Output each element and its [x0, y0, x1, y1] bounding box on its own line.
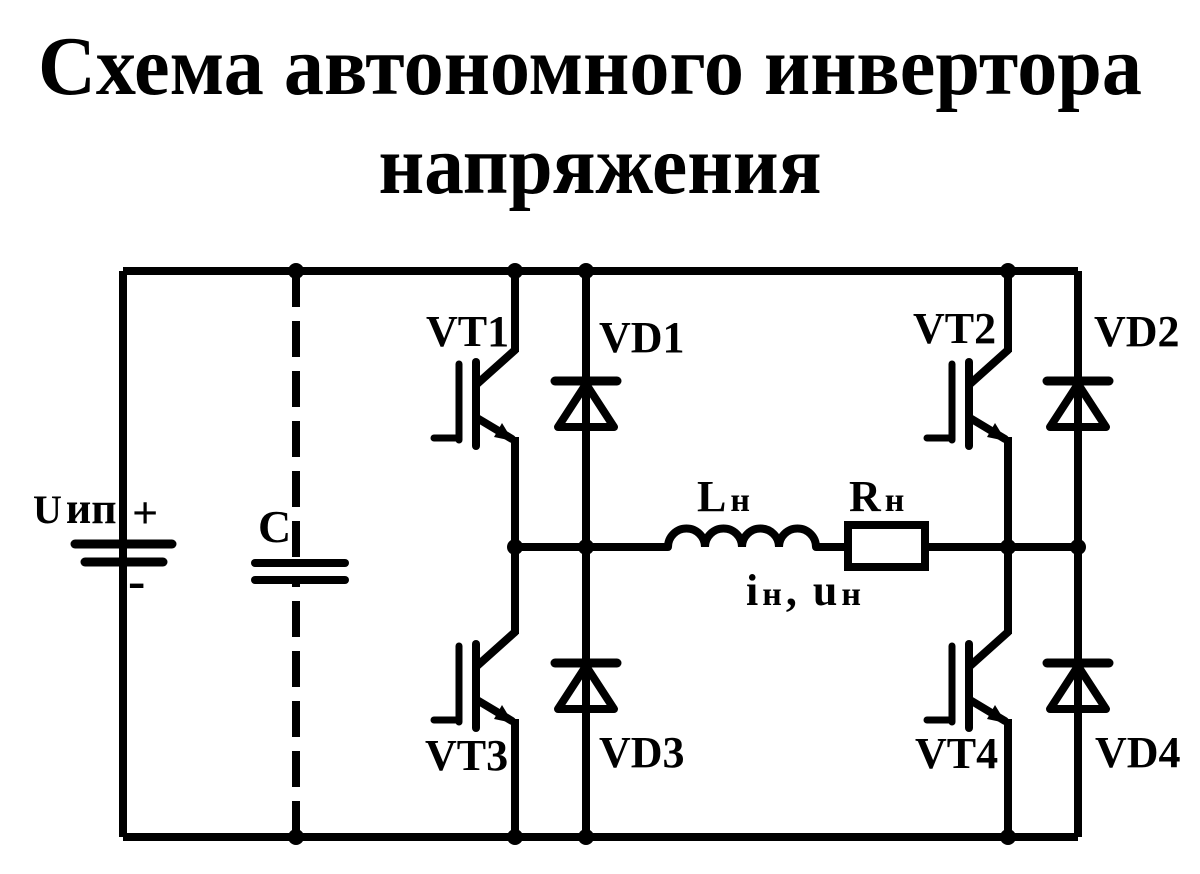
battery-plus-sign: +: [132, 487, 158, 538]
junction-dot: [1070, 539, 1086, 555]
junction-dot: [1000, 829, 1016, 845]
junction-dot: [578, 829, 594, 845]
junction-dot: [507, 829, 523, 845]
junction-dot: [578, 263, 594, 279]
capacitor-label: C: [258, 501, 291, 552]
load-voltage-sub: н: [841, 576, 861, 613]
vd1-label: VD1: [599, 313, 685, 362]
vd4-label: VD4: [1095, 728, 1181, 777]
diagram-title-line2: напряжения: [379, 119, 822, 212]
load-label-separator: ,: [786, 566, 797, 615]
diagram-title-line1: Схема автономного инвертора: [38, 20, 1142, 113]
load-current-sub: н: [762, 576, 782, 613]
vt4-igbt-symbol: [927, 632, 1008, 728]
junction-dot: [1000, 263, 1016, 279]
inductor-coil: [664, 524, 820, 551]
vt2-label: VT2: [913, 304, 996, 353]
junction-dot: [507, 539, 523, 555]
vt2-igbt-symbol: [927, 350, 1008, 446]
vt3-label: VT3: [425, 731, 508, 780]
resistor-label-main: R: [849, 472, 882, 521]
junction-dots: [288, 263, 1086, 845]
power-source-label-sub: ип: [66, 484, 117, 533]
junction-dot: [288, 829, 304, 845]
resistor-box: [844, 521, 929, 571]
junction-dot: [507, 263, 523, 279]
inductor-label-main: L: [697, 472, 726, 521]
vt4-label: VT4: [915, 729, 998, 778]
battery-minus-sign: -: [128, 553, 145, 610]
vd3-label: VD3: [599, 728, 685, 777]
inductor-label-sub: н: [730, 482, 750, 519]
power-source-label-main: U: [33, 487, 62, 532]
resistor-label-sub: н: [885, 482, 905, 519]
vt3-igbt-symbol: [434, 632, 515, 728]
power-source-battery: [70, 539, 177, 567]
junction-dot: [1000, 539, 1016, 555]
vt1-label: VT1: [426, 307, 509, 356]
vd2-label: VD2: [1094, 307, 1180, 356]
capacitor-symbol: [251, 559, 349, 584]
power-source-label: U ип: [33, 484, 117, 533]
load-voltage-main: u: [813, 566, 837, 615]
load-current-voltage-label: i н , u н: [746, 566, 861, 615]
junction-dot: [288, 263, 304, 279]
junction-dot: [578, 539, 594, 555]
load-current-main: i: [746, 566, 758, 615]
inductor-label: L н: [697, 472, 750, 521]
vt1-igbt-symbol: [434, 350, 515, 446]
resistor-label: R н: [849, 472, 904, 521]
